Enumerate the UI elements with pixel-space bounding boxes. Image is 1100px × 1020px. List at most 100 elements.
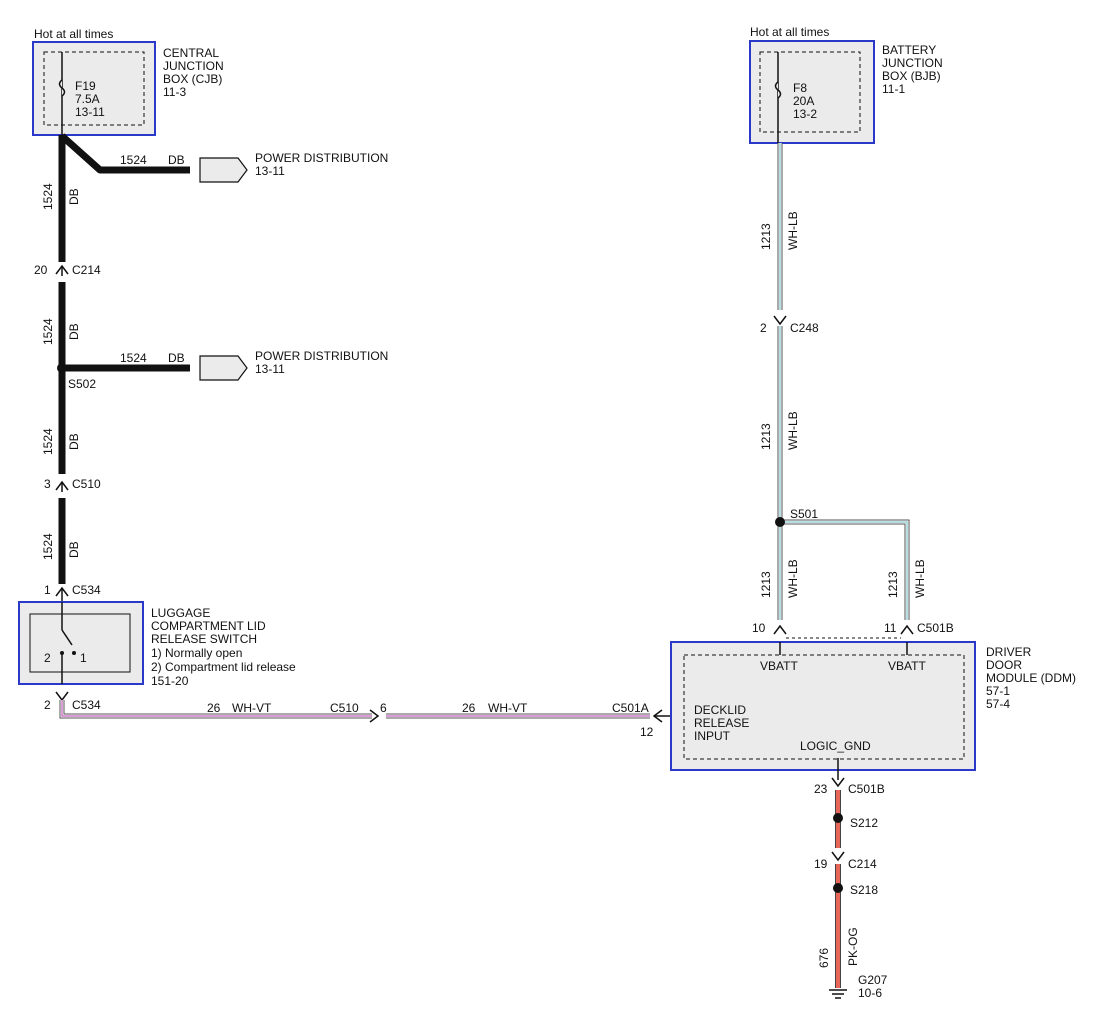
- connector-c501b-pin11-icon: [900, 624, 914, 635]
- ddm-label-line3: MODULE (DDM): [986, 671, 1076, 685]
- c534-bottom-pin: 2: [44, 698, 51, 712]
- c248-pin: 2: [760, 321, 767, 335]
- bjb-fuse-rating: 20A: [793, 94, 814, 108]
- switch-label-2: COMPARTMENT LID: [151, 619, 266, 633]
- branch2-circuit: 1524: [120, 351, 147, 365]
- wh-vt-seg1-circuit: 26: [207, 701, 221, 715]
- ddm-inner-border: [683, 654, 965, 760]
- seg4-color: DB: [67, 541, 81, 558]
- cjb-label-line2: JUNCTION: [163, 59, 224, 73]
- wh-lb-seg1-color: WH-LB: [786, 211, 800, 250]
- power-dist-1-ref: 13-11: [255, 164, 285, 178]
- c214-pin: 20: [34, 263, 48, 277]
- cjb-box: [32, 41, 156, 136]
- ddm-input-line1: DECKLID: [694, 703, 746, 717]
- ddm-label-line1: DRIVER: [986, 645, 1032, 659]
- ground-g207-label: G207: [858, 973, 888, 987]
- connector-c501b-pin10-icon: [773, 624, 787, 635]
- bjb-fuse-id: F8: [793, 81, 807, 95]
- pk-og-color: PK-OG: [846, 927, 860, 966]
- branch1-color: DB: [168, 153, 185, 167]
- connector-c501b-pin23-icon: [831, 777, 845, 788]
- luggage-switch-inner: [29, 613, 131, 673]
- cjb-label-line3: BOX (CJB): [163, 72, 222, 86]
- cjb-hot-label: Hot at all times: [34, 27, 113, 41]
- bjb-label-line3: BOX (BJB): [882, 69, 941, 83]
- ddm-label-line2: DOOR: [986, 658, 1022, 672]
- power-distribution-arrow-2: [199, 355, 248, 381]
- splice-s502-label: S502: [68, 377, 96, 391]
- ddm-box: [670, 641, 976, 771]
- power-dist-2-ref: 13-11: [255, 362, 285, 376]
- ddm-logic-gnd: LOGIC_GND: [800, 739, 871, 753]
- bjb-label-line2: JUNCTION: [882, 56, 943, 70]
- ddm-input-line3: INPUT: [694, 729, 731, 743]
- switch-label-3: RELEASE SWITCH: [151, 632, 257, 646]
- seg1-color: DB: [67, 188, 81, 205]
- splice-s501-label: S501: [790, 507, 818, 521]
- power-dist-1-label: POWER DISTRIBUTION: [255, 151, 388, 165]
- seg2-circuit: 1524: [41, 318, 55, 345]
- seg1-circuit: 1524: [41, 183, 55, 210]
- fuse-f19-icon: [58, 79, 66, 97]
- fuse-f8-icon: [774, 81, 782, 99]
- c501b-top-label: C501B: [917, 621, 954, 635]
- ground-pin-19: 19: [814, 857, 828, 871]
- wh-lb-seg4-color: WH-LB: [913, 559, 927, 598]
- cjb-fuse-rating: 7.5A: [75, 92, 100, 106]
- bjb-hot-label: Hot at all times: [750, 25, 829, 39]
- ddm-vbatt-1: VBATT: [760, 659, 798, 673]
- wire-wh-vt-seg1-stripe: [61, 700, 372, 717]
- splice-s218-label: S218: [850, 883, 878, 897]
- ddm-input-line2: RELEASE: [694, 716, 749, 730]
- branch1-circuit: 1524: [120, 153, 147, 167]
- wh-vt-seg1-color: WH-VT: [232, 701, 272, 715]
- seg3-color: DB: [67, 433, 81, 450]
- connector-c214-ground-icon: [831, 851, 845, 862]
- seg2-color: DB: [67, 323, 81, 340]
- switch-label-4: 1) Normally open: [151, 646, 242, 660]
- cjb-label-line4: 11-3: [163, 85, 186, 99]
- seg4-circuit: 1524: [41, 533, 55, 560]
- switch-pin-1-dot: [72, 651, 76, 655]
- c214-ground-label: C214: [848, 857, 877, 871]
- c510-label: C510: [72, 477, 101, 491]
- wire-wh-lb-branch-stripe: [780, 521, 908, 620]
- bjb-box: [749, 40, 875, 144]
- connector-c534-bottom-icon: [55, 691, 69, 702]
- ddm-label-line5: 57-4: [986, 697, 1010, 711]
- wh-vt-seg2-circuit: 26: [462, 701, 476, 715]
- splice-s501-dot: [775, 517, 785, 527]
- cjb-fuse-ref: 13-11: [75, 105, 105, 119]
- bjb-fuse-ref: 13-2: [793, 107, 817, 121]
- wh-lb-seg4-circuit: 1213: [886, 571, 900, 598]
- c534-top-pin: 1: [44, 583, 51, 597]
- ground-pin-23: 23: [814, 782, 828, 796]
- cjb-label-line1: CENTRAL: [163, 46, 219, 60]
- power-dist-2-label: POWER DISTRIBUTION: [255, 349, 388, 363]
- bjb-inner-border: [759, 51, 861, 133]
- cjb-inner-border: [43, 51, 145, 126]
- wh-lb-seg3-color: WH-LB: [786, 559, 800, 598]
- wire-1524-branch1: [59, 133, 190, 174]
- ddm-vbatt-2: VBATT: [888, 659, 926, 673]
- splice-s218-dot: [833, 883, 843, 893]
- c510-mid-label: C510: [330, 701, 359, 715]
- switch-pin-right: 1: [80, 651, 87, 665]
- c248-label: C248: [790, 321, 819, 335]
- connector-c248-icon: [773, 315, 787, 326]
- seg3-circuit: 1524: [41, 428, 55, 455]
- pk-og-circuit: 676: [817, 948, 831, 968]
- wh-lb-seg2-circuit: 1213: [759, 423, 773, 450]
- wh-lb-seg2-color: WH-LB: [786, 411, 800, 450]
- cjb-fuse-id: F19: [75, 79, 96, 93]
- switch-pin-left: 2: [44, 651, 51, 665]
- connector-c510-mid-icon: [369, 709, 380, 723]
- switch-contact-icon: [61, 629, 73, 646]
- switch-label-5: 2) Compartment lid release: [151, 660, 296, 674]
- wh-lb-seg3-circuit: 1213: [759, 571, 773, 598]
- branch2-color: DB: [168, 351, 185, 365]
- ddm-label-line4: 57-1: [986, 684, 1010, 698]
- splice-s212-dot: [833, 813, 843, 823]
